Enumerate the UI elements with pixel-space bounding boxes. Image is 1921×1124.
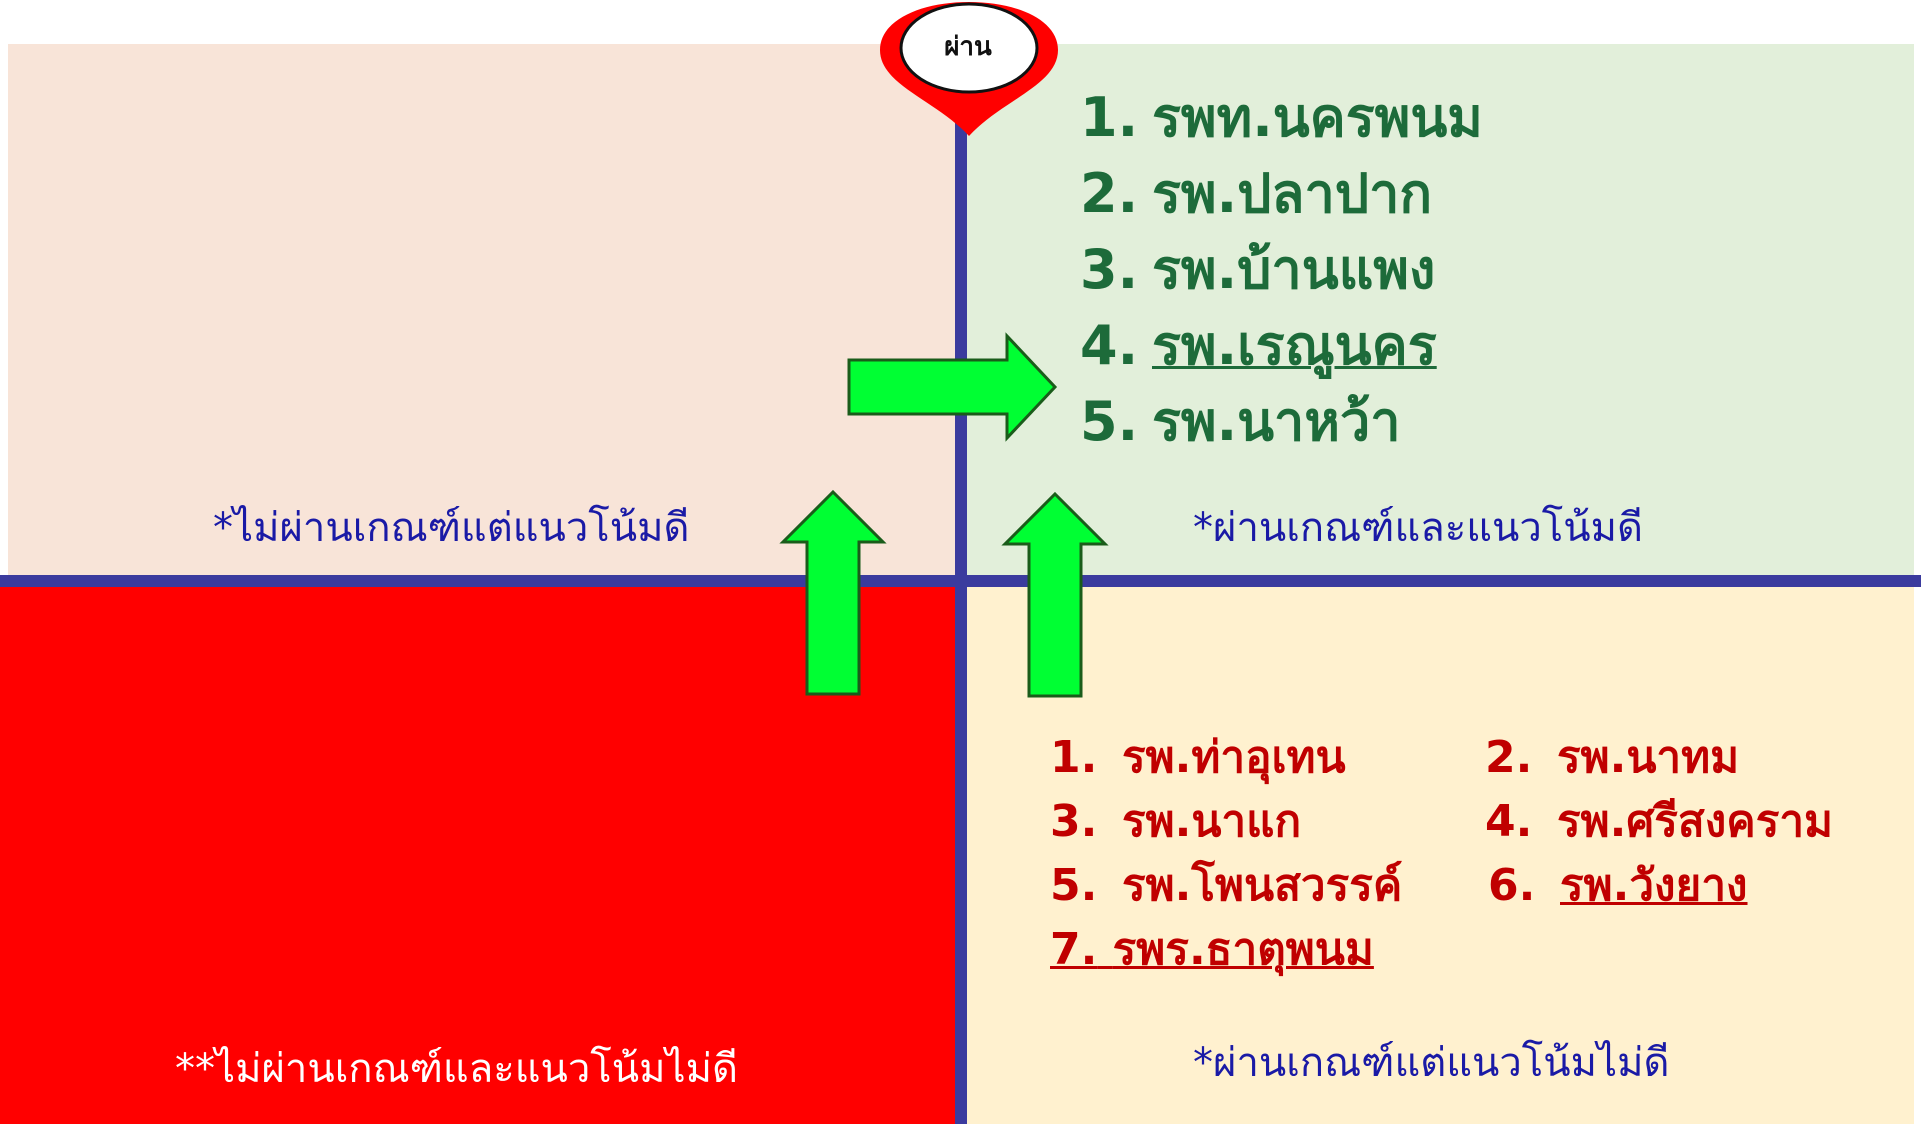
list-item: 1.รพท.นครพนม bbox=[1080, 80, 1483, 156]
list-item: 2.รพ.ปลาปาก bbox=[1080, 156, 1483, 232]
quadrant-caption: *ผ่านเกณฑ์และแนวโน้มดี bbox=[1193, 505, 1643, 551]
list-item: 5. รพ.โพนสวรรค์ bbox=[1050, 855, 1402, 917]
item-number: 4. bbox=[1485, 796, 1533, 847]
hospital-name: รพ.นาทม bbox=[1557, 732, 1740, 783]
hospital-name: รพร.ธาตุพนม bbox=[1112, 924, 1374, 975]
quadrant-caption: *ไม่ผ่านเกณฑ์แต่แนวโน้มดี bbox=[213, 505, 690, 551]
item-number: 3. bbox=[1080, 238, 1139, 301]
item-number: 7. bbox=[1050, 924, 1098, 975]
quadrant-top-right bbox=[961, 44, 1914, 581]
item-number: 5. bbox=[1050, 860, 1098, 911]
right-arrow-icon bbox=[847, 332, 1058, 442]
hospital-name: รพ.นาแก bbox=[1122, 796, 1302, 847]
up-arrow-icon bbox=[779, 489, 887, 696]
item-number: 2. bbox=[1485, 732, 1533, 783]
item-number: 4. bbox=[1080, 314, 1139, 377]
item-number: 1. bbox=[1080, 86, 1139, 149]
hospital-name: รพ.เรณูนคร bbox=[1152, 314, 1437, 377]
up-arrow-icon bbox=[1001, 491, 1109, 698]
list-item: 3.รพ.บ้านแพง bbox=[1080, 232, 1483, 308]
list-item: 1. รพ.ท่าอุเทน bbox=[1050, 727, 1346, 789]
list-item: 5.รพ.นาหว้า bbox=[1080, 384, 1483, 460]
pass-hospital-list: 1.รพท.นครพนม 2.รพ.ปลาปาก 3.รพ.บ้านแพง 4.… bbox=[1080, 80, 1483, 460]
map-pin-icon bbox=[880, 2, 1058, 136]
vertical-axis bbox=[955, 110, 967, 1124]
pin-label: ผ่าน bbox=[944, 32, 992, 62]
list-item: 2. รพ.นาทม bbox=[1485, 727, 1739, 789]
hospital-name: รพ.ศรีสงคราม bbox=[1557, 796, 1834, 847]
list-item: 6. รพ.วังยาง bbox=[1488, 855, 1748, 917]
hospital-name: รพท.นครพนม bbox=[1152, 86, 1483, 149]
quadrant-bottom-right bbox=[961, 581, 1914, 1124]
item-number: 1. bbox=[1050, 732, 1098, 783]
item-number: 6. bbox=[1488, 860, 1536, 911]
hospital-name: รพ.วังยาง bbox=[1560, 860, 1748, 911]
list-item: 3. รพ.นาแก bbox=[1050, 791, 1301, 853]
quadrant-bottom-left bbox=[0, 581, 961, 1124]
list-item: 7. รพร.ธาตุพนม bbox=[1050, 919, 1374, 981]
hospital-name: รพ.โพนสวรรค์ bbox=[1122, 860, 1403, 911]
hospital-name: รพ.บ้านแพง bbox=[1152, 238, 1436, 301]
hospital-name: รพ.นาหว้า bbox=[1152, 390, 1401, 453]
list-item: 4. รพ.ศรีสงคราม bbox=[1485, 791, 1833, 853]
hospital-name: รพ.ท่าอุเทน bbox=[1122, 732, 1346, 783]
quadrant-caption: **ไม่ผ่านเกณฑ์และแนวโน้มไม่ดี bbox=[175, 1046, 738, 1092]
hospital-name: รพ.ปลาปาก bbox=[1152, 162, 1433, 225]
item-number: 5. bbox=[1080, 390, 1139, 453]
quadrant-caption: *ผ่านเกณฑ์แต่แนวโน้มไม่ดี bbox=[1193, 1040, 1670, 1086]
item-number: 2. bbox=[1080, 162, 1139, 225]
list-item: 4.รพ.เรณูนคร bbox=[1080, 308, 1483, 384]
item-number: 3. bbox=[1050, 796, 1098, 847]
quadrant-top-left bbox=[8, 44, 961, 581]
